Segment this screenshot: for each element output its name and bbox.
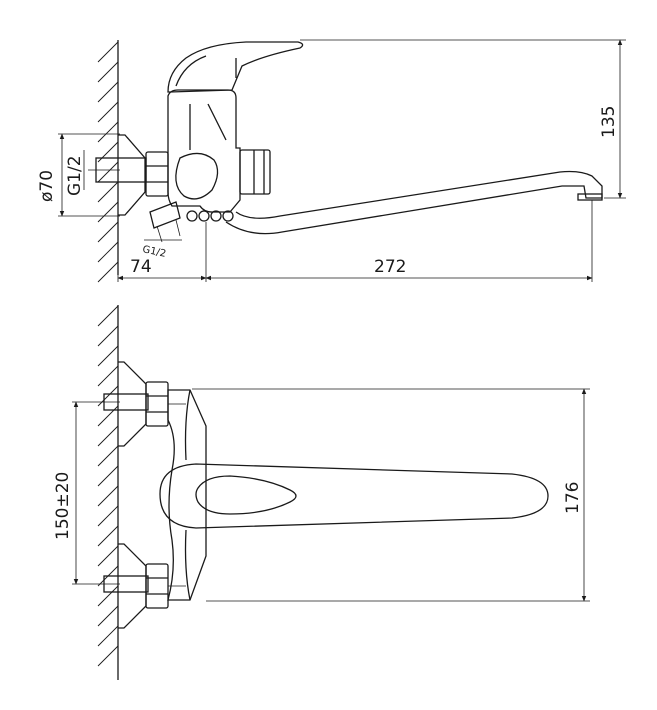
eccentric-nut xyxy=(145,151,169,197)
wall-bottom xyxy=(97,305,119,680)
dimension-height: 135 xyxy=(300,39,626,199)
mixer-body xyxy=(167,89,241,213)
dimension-thread-side: G1/2 xyxy=(65,150,85,196)
wall-top xyxy=(97,40,119,283)
side-view: ø70 G1/2 G1/2 74 272 135 xyxy=(37,39,626,283)
shower-outlet xyxy=(239,149,271,195)
spacing-label: 150±20 xyxy=(53,472,73,540)
spout-length-label: 272 xyxy=(374,257,406,277)
dimension-offset: 74 xyxy=(117,222,207,282)
offset-label: 74 xyxy=(130,257,152,277)
height-label: 135 xyxy=(599,106,619,138)
dimension-spout-length: 272 xyxy=(205,200,593,282)
width-label: 176 xyxy=(563,482,583,514)
diameter-label: ø70 xyxy=(37,170,57,202)
handle-lever-side xyxy=(167,41,304,93)
diverter-knob xyxy=(144,201,182,243)
upper-connection xyxy=(103,361,186,447)
front-view: 150±20 176 xyxy=(53,305,590,680)
thread-bottom-label: G1/2 xyxy=(141,244,167,260)
dimension-width: 176 xyxy=(192,388,590,602)
swivel-rings xyxy=(186,210,234,222)
dimension-spacing: 150±20 xyxy=(53,401,120,585)
thread-side-label: G1/2 xyxy=(65,155,85,196)
spout-side xyxy=(225,170,603,235)
handle-lever-front xyxy=(159,463,549,529)
dimension-diameter: ø70 xyxy=(37,133,120,217)
mixer-body-front xyxy=(167,389,207,601)
